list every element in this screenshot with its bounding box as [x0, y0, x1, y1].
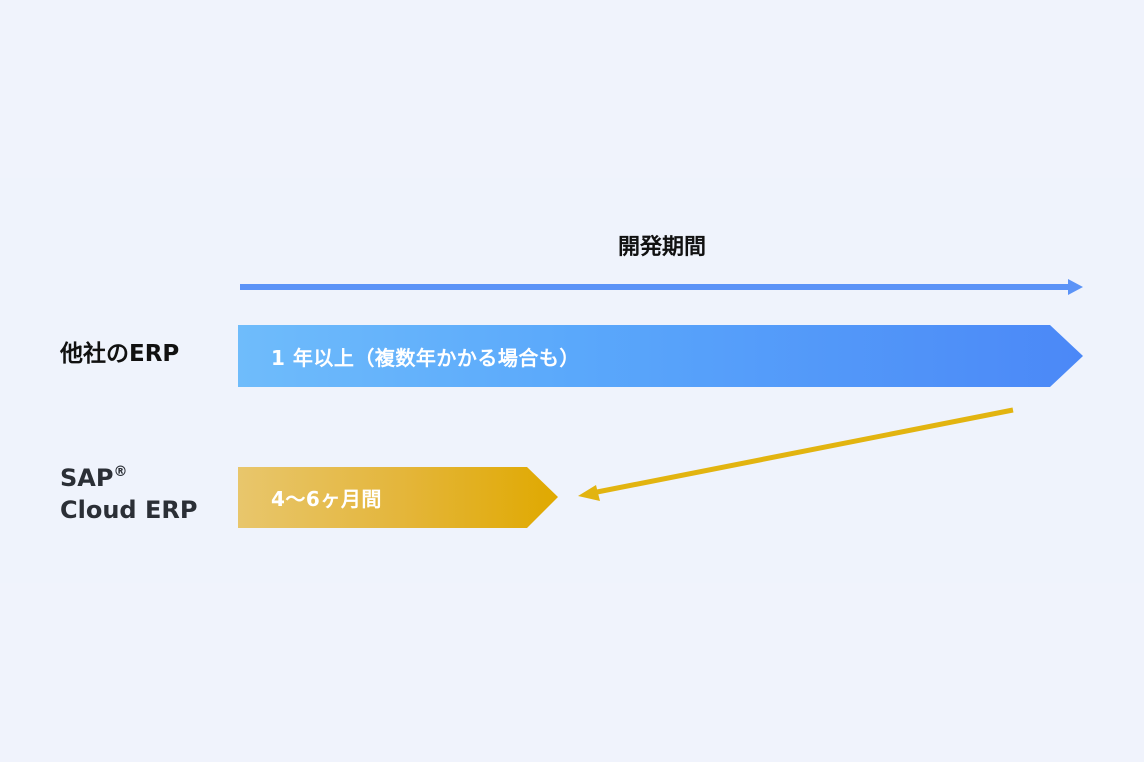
sap-label: SAP	[60, 464, 114, 492]
bar-text: 1 年以上（複数年かかる場合も）	[271, 345, 580, 370]
registered-mark: ®	[113, 464, 128, 480]
row-label-other-erp: 他社のERP	[60, 341, 180, 367]
cloud-erp-label: Cloud ERP	[60, 496, 198, 525]
timeline-arrow-icon	[240, 279, 1083, 295]
bar-text: 4〜6ヶ月間	[271, 487, 382, 511]
bar-sap-duration: 4〜6ヶ月間	[238, 467, 558, 528]
bar-other-erp-duration: 1 年以上（複数年かかる場合も）	[238, 325, 1083, 387]
comparison-arrow-icon	[578, 407, 1014, 501]
row-label-sap-cloud-erp: SAP® Cloud ERP	[60, 462, 197, 527]
diagram-title: 開発期間	[617, 235, 706, 260]
